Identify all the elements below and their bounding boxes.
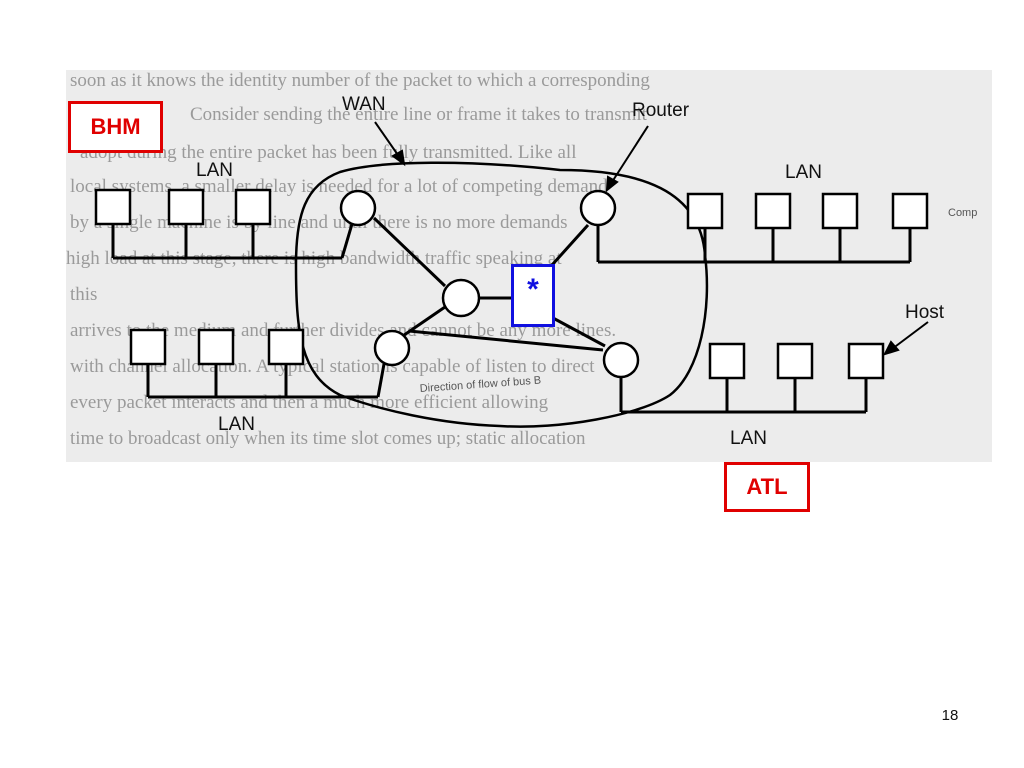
bg-line: this: [70, 284, 97, 305]
host-box: [267, 328, 305, 366]
router-node: [602, 341, 640, 379]
arrow-head: [605, 175, 619, 193]
arrow-head: [391, 149, 406, 167]
bg-line: adopt during the entire packet has been …: [80, 142, 576, 163]
host-label: Host: [905, 302, 945, 323]
lan-label: LAN: [730, 428, 767, 449]
host-box: [167, 188, 205, 226]
arrow-head: [883, 340, 900, 356]
bg-line: every packet interacts and then a much m…: [70, 392, 549, 413]
host-box: [776, 342, 814, 380]
bg-caption: Comp: [948, 207, 977, 219]
router-node: [373, 329, 411, 367]
host-box: [234, 188, 272, 226]
lan-top-left: [94, 188, 354, 260]
lan-label: LAN: [218, 414, 255, 435]
router-node: [579, 189, 617, 227]
host-box: [94, 188, 132, 226]
lan-label: LAN: [196, 160, 233, 181]
bhm-tag: BHM: [68, 101, 163, 153]
bg-line: by a single machine is by line and until…: [70, 212, 568, 233]
pointer-arrows: [374, 121, 929, 356]
host-box: [891, 192, 929, 230]
host-box: [708, 342, 746, 380]
marked-router-box: *: [511, 264, 555, 327]
host-box: [821, 192, 859, 230]
atl-tag: ATL: [724, 462, 810, 512]
page-number: 18: [941, 707, 959, 724]
bg-line: local systems, a smaller delay is needed…: [70, 176, 608, 197]
host-box: [754, 192, 792, 230]
routers: [339, 189, 640, 379]
bg-line: soon as it knows the identity number of …: [70, 70, 650, 91]
bg-line: Consider sending the entire line or fram…: [190, 104, 648, 125]
host-box: [197, 328, 235, 366]
host-box: [847, 342, 885, 380]
bg-line: time to broadcast only when its time slo…: [70, 428, 586, 449]
router-node: [339, 189, 377, 227]
router-node: [441, 278, 481, 318]
host-box: [686, 192, 724, 230]
lan-label: LAN: [785, 162, 822, 183]
lan-top-right: [596, 192, 929, 264]
wan-label: WAN: [342, 94, 386, 115]
lan-bottom-left: [129, 328, 386, 399]
lan-bottom-right: [619, 342, 885, 414]
router-label: Router: [632, 100, 690, 121]
host-box: [129, 328, 167, 366]
